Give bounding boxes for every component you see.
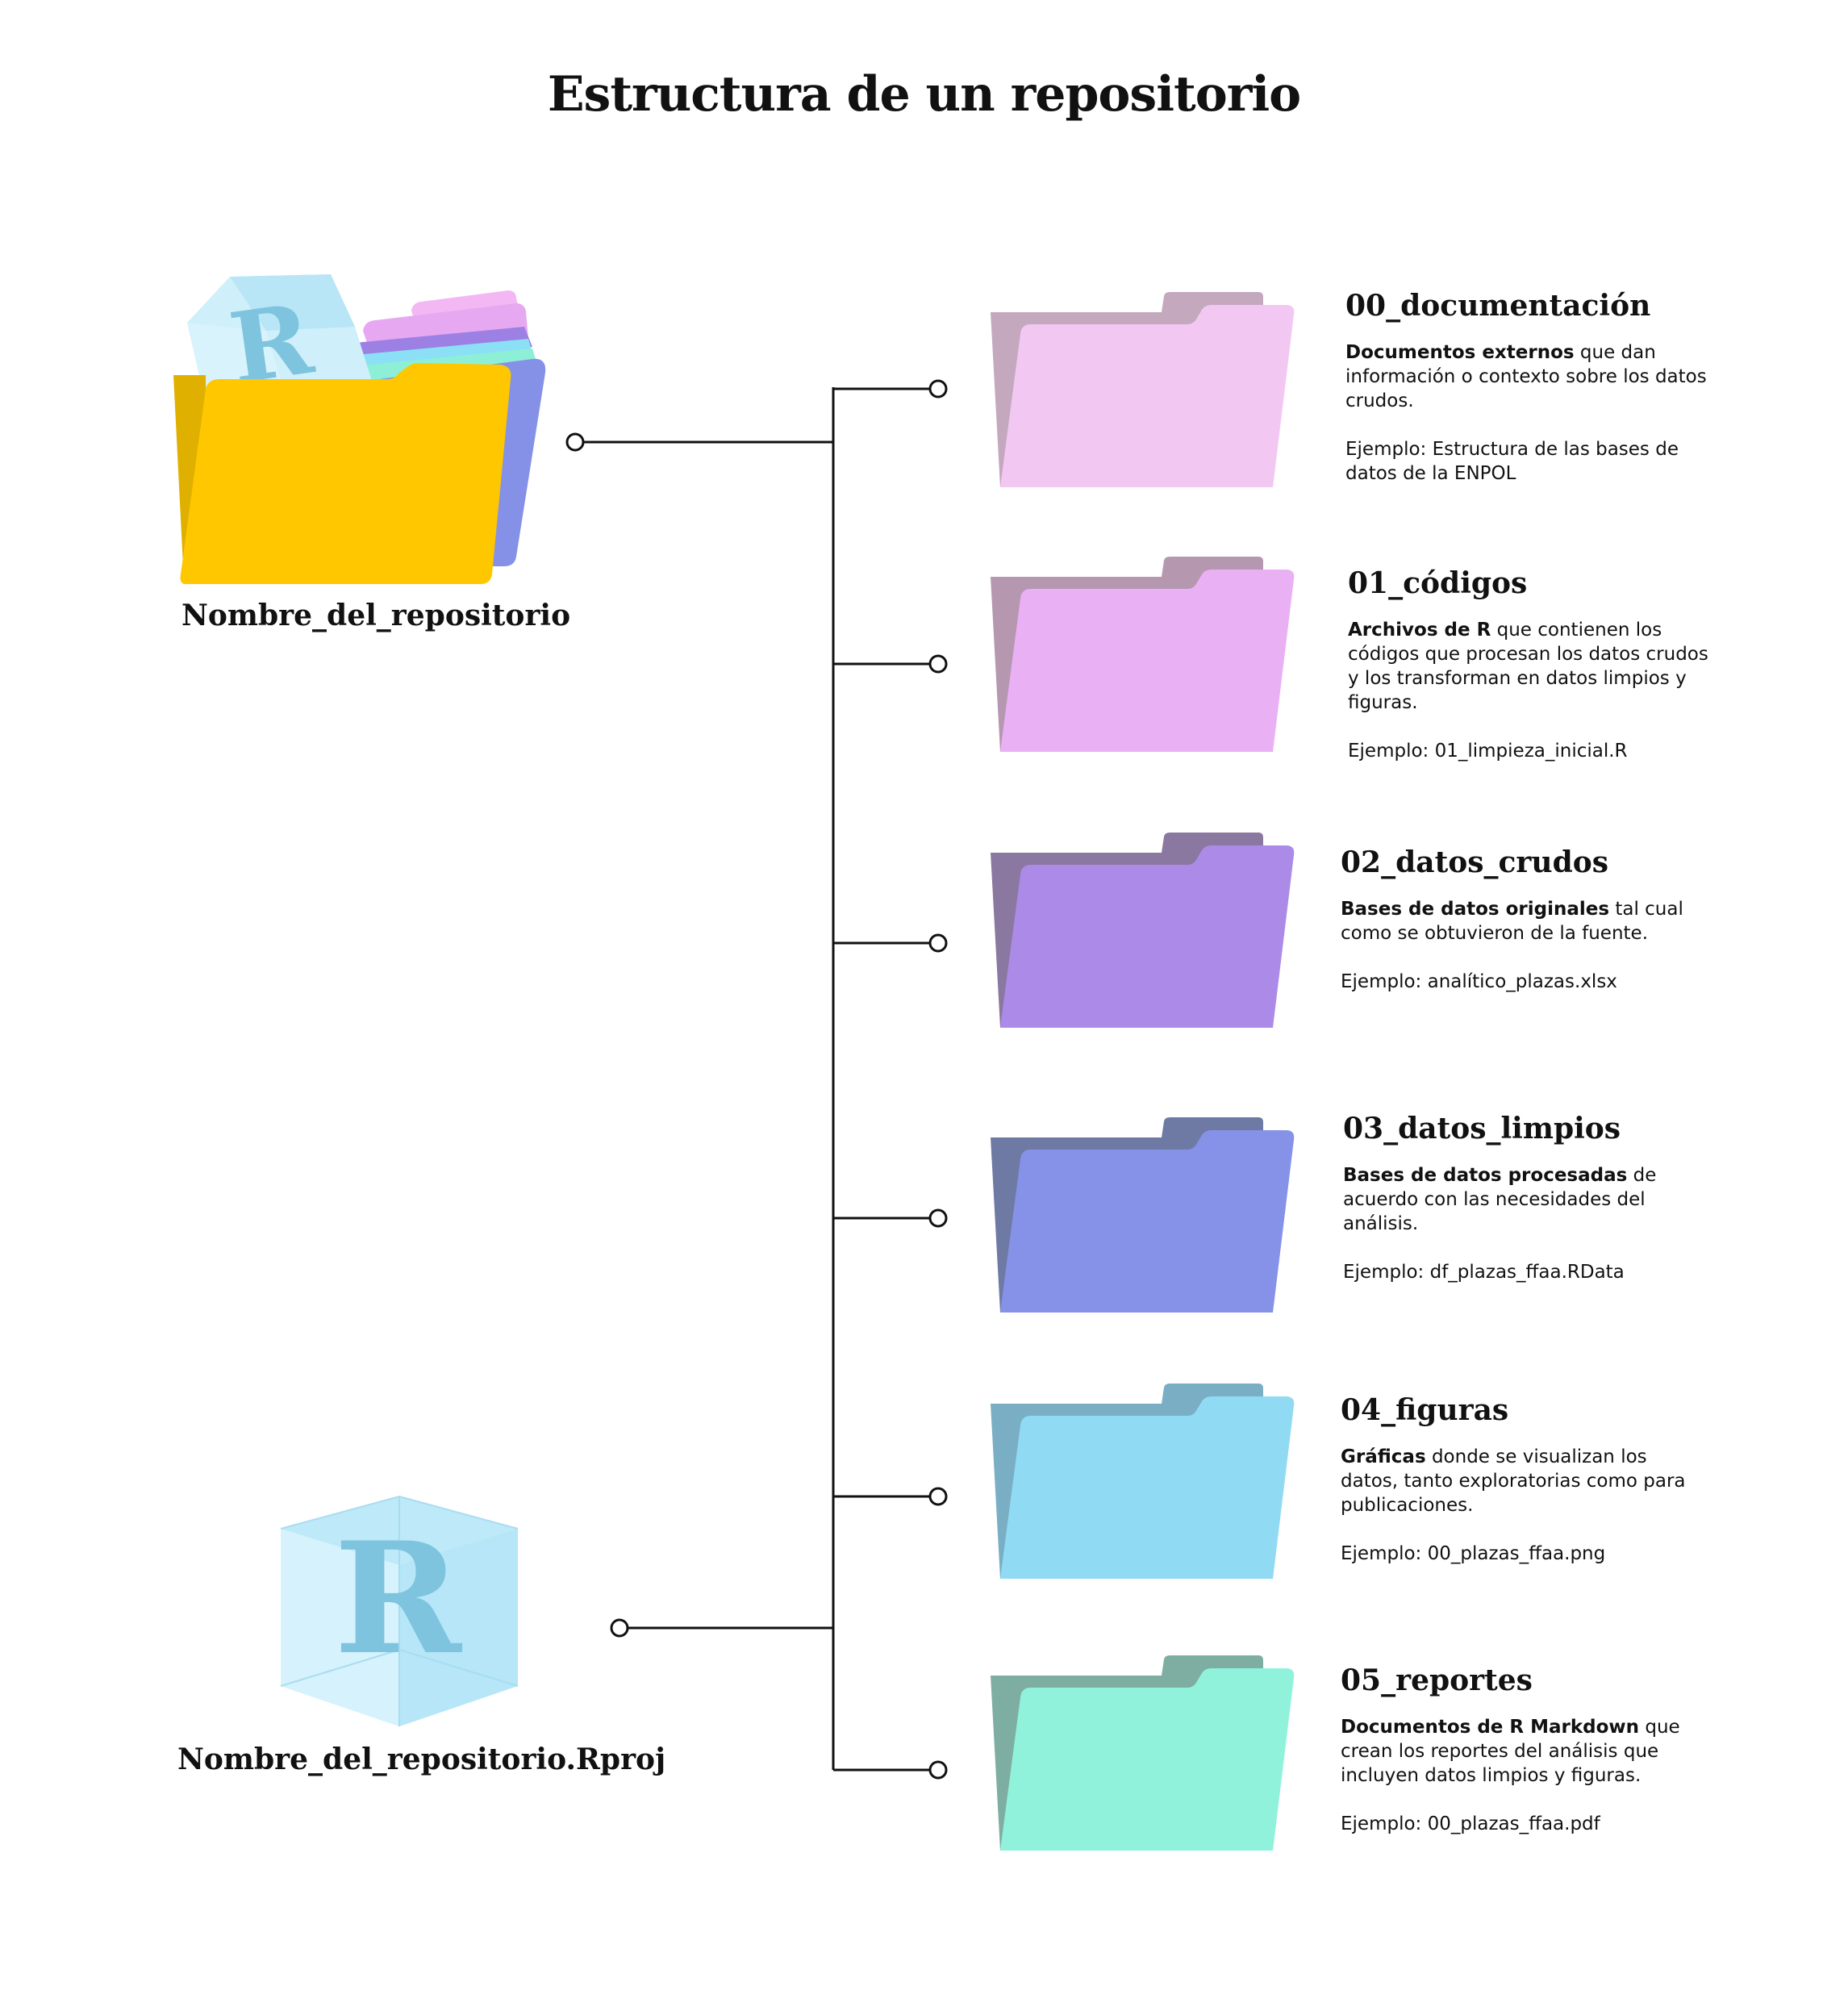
node-01 [928,654,948,674]
r-logo-large: R [334,1509,463,1688]
root-folder-icon: R [173,274,546,584]
node-02 [928,933,948,953]
page-title: Estructura de un repositorio [547,66,1301,123]
node-rproj [610,1618,629,1638]
root-folder-label: Nombre_del_repositorio [181,599,571,632]
folder-name: 04_figuras [1341,1393,1509,1427]
folder-icon-05 [991,1655,1295,1851]
folder-desc-00: 00_documentación Documentos externos que… [1345,289,1708,486]
folder-name: 02_datos_crudos [1341,845,1609,879]
folder-description: Documentos externos que dan información … [1345,342,1707,411]
folder-example: Ejemplo: df_plazas_ffaa.RData [1343,1262,1625,1283]
folder-example: Ejemplo: 01_limpieza_inicial.R [1348,741,1628,762]
folder-name: 01_códigos [1348,566,1528,600]
node-03 [928,1208,948,1228]
folder-desc-03: 03_datos_limpios Bases de datos procesad… [1343,1112,1706,1284]
folder-example: Ejemplo: analítico_plazas.xlsx [1341,971,1617,992]
folder-description: Gráficas donde se visualizan los datos, … [1341,1446,1686,1516]
folder-icon-02 [991,833,1295,1028]
connector-nodes [565,379,948,1780]
folder-desc-04: 04_figuras Gráficas donde se visualizan … [1341,1393,1704,1566]
folder-icon-04 [991,1384,1295,1579]
folder-icon-01 [991,557,1295,752]
folder-description: Bases de datos originales tal cual como … [1341,899,1683,944]
folder-desc-01: 01_códigos Archivos de R que contienen l… [1348,566,1711,763]
folder-icon-00 [991,292,1295,487]
tree-connectors [583,387,930,1772]
node-04 [928,1487,948,1506]
rproj-cube-icon: R [280,1495,519,1726]
folder-desc-02: 02_datos_crudos Bases de datos originale… [1341,845,1704,994]
node-05 [928,1760,948,1780]
folder-description: Bases de datos procesadas de acuerdo con… [1343,1165,1657,1234]
node-00 [928,379,948,399]
rproj-label: Nombre_del_repositorio.Rproj [177,1742,666,1776]
folder-description: Archivos de R que contienen los códigos … [1348,620,1708,713]
folder-icon-03 [991,1117,1295,1313]
node-root-folder [565,432,585,452]
folder-example: Ejemplo: 00_plazas_ffaa.png [1341,1543,1606,1564]
subfolder-icons [991,292,1295,1851]
folder-example: Ejemplo: 00_plazas_ffaa.pdf [1341,1813,1600,1834]
folder-name: 03_datos_limpios [1343,1112,1621,1146]
folder-name: 05_reportes [1341,1663,1533,1697]
folder-name: 00_documentación [1345,289,1651,323]
folder-example: Ejemplo: Estructura de las bases de dato… [1345,439,1679,484]
folder-desc-05: 05_reportes Documentos de R Markdown que… [1341,1663,1704,1836]
folder-description: Documentos de R Markdown que crean los r… [1341,1717,1680,1786]
